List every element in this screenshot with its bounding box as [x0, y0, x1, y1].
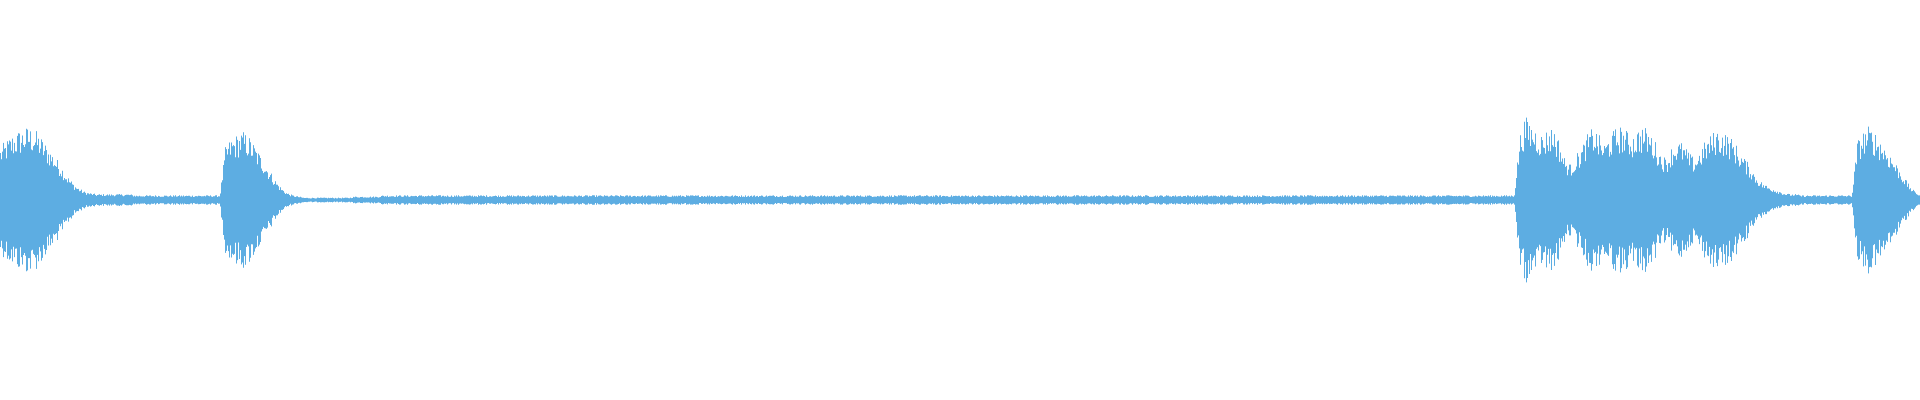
waveform-bars — [0, 117, 1920, 283]
